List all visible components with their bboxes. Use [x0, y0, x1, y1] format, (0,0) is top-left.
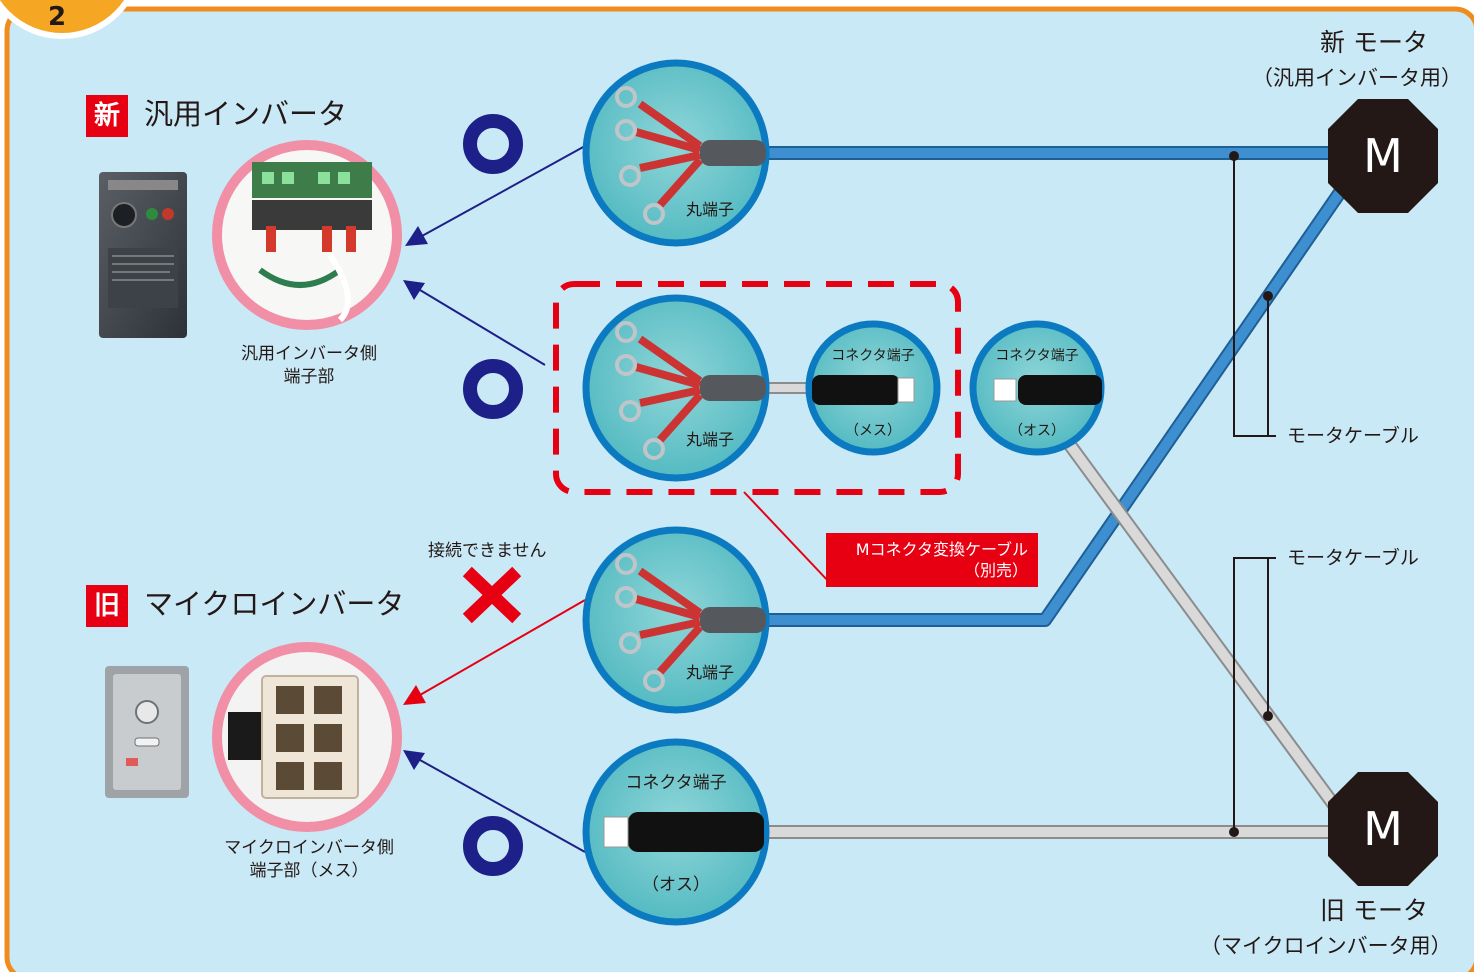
conversion-cable-box: [553, 281, 961, 495]
new-inverter-title: 汎用インバータ: [144, 97, 348, 131]
ng-caption: 接続できません: [428, 541, 547, 561]
new-motor-subtitle: （汎用インバータ用）: [1252, 66, 1462, 90]
conversion-cable-line1: Mコネクタ変換ケーブル: [855, 540, 1028, 559]
female-label: （メス）: [845, 423, 901, 439]
conversion-cable-callout: Mコネクタ変換ケーブル （別売）: [826, 533, 1038, 587]
old-badge: 旧: [86, 585, 128, 627]
connector-male-lower: [582, 738, 770, 926]
blue-cables: [761, 146, 1352, 627]
connector-female: [805, 320, 941, 456]
step-tab: [0, 0, 132, 39]
new-motor-heading: 新 モータ: [1320, 26, 1428, 59]
new-terminal-caption-line2: 端子部: [283, 367, 335, 387]
new-motor-badge: 新: [1320, 28, 1346, 57]
male-connector-label-lower: コネクタ端子: [625, 773, 727, 793]
gray-cables: [759, 382, 1352, 839]
old-terminal-caption: マイクロインバータ側 端子部（メス）: [197, 837, 421, 883]
new-inverter-device: [99, 172, 187, 338]
arrow-head-2: [403, 280, 425, 300]
connector-male-upper: [969, 320, 1105, 456]
motor-cable-label-upper: モータケーブル: [1287, 425, 1419, 447]
new-badge: 新: [86, 95, 128, 137]
old-inverter-title: マイクロインバータ: [144, 587, 405, 621]
male-connector-label-upper: コネクタ端子: [995, 348, 1079, 364]
old-motor-shape: [1328, 772, 1438, 886]
ok-mark-3: [463, 816, 523, 876]
arrow-head-3: [403, 685, 426, 705]
round-terminal-label-3: 丸端子: [686, 663, 735, 682]
round-terminal-2: [582, 294, 770, 482]
arrow-head-4: [403, 750, 425, 770]
old-inverter-device: [105, 666, 189, 798]
step-number: 2: [48, 2, 67, 32]
old-motor-symbol: M: [1363, 802, 1403, 856]
ng-mark: [462, 566, 522, 624]
new-terminal-caption-line1: 汎用インバータ側: [241, 344, 377, 364]
conversion-cable-line2: （別売）: [963, 561, 1028, 580]
connection-arrows: [403, 145, 586, 853]
old-motor-title: モータ: [1352, 896, 1428, 925]
old-motor-heading: 旧 モータ: [1320, 894, 1428, 927]
leader-brackets: [1229, 151, 1276, 837]
new-inverter-heading: 新汎用インバータ: [86, 93, 347, 137]
ok-mark-2: [463, 359, 523, 419]
male-label-upper: （オス）: [1009, 423, 1065, 439]
round-terminal-1: [582, 59, 770, 247]
new-inverter-terminal-photo: [212, 140, 402, 330]
round-terminal-label-1: 丸端子: [686, 200, 735, 219]
old-motor-badge: 旧: [1320, 896, 1346, 925]
arrow-head-1: [405, 226, 428, 246]
motor-cable-label-lower: モータケーブル: [1287, 547, 1419, 569]
old-terminal-caption-line1: マイクロインバータ側: [224, 838, 394, 858]
new-motor-title: モータ: [1352, 28, 1428, 57]
old-inverter-heading: 旧マイクロインバータ: [86, 583, 404, 627]
male-label-lower: （オス）: [642, 875, 710, 895]
round-terminal-label-2: 丸端子: [686, 430, 735, 449]
ok-mark-1: [463, 114, 523, 174]
new-motor-shape: [1328, 99, 1438, 213]
round-terminal-3: [582, 526, 770, 714]
old-motor-subtitle: （マイクロインバータ用）: [1200, 934, 1452, 958]
old-terminal-caption-line2: 端子部（メス）: [249, 861, 369, 881]
new-terminal-caption: 汎用インバータ側 端子部: [207, 343, 411, 389]
female-connector-label: コネクタ端子: [831, 348, 915, 364]
old-inverter-terminal-photo: [212, 642, 402, 832]
new-motor-symbol: M: [1363, 129, 1403, 183]
